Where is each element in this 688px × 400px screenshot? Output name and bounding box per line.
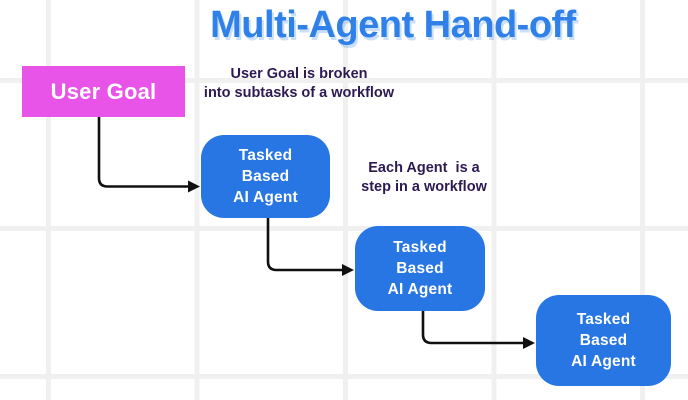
node-agent-1: Tasked Based AI Agent [201,135,330,218]
agent-1-label-line: Based [241,168,290,185]
node-agent-3: Tasked Based AI Agent [536,295,671,386]
agent-2-label-line: AI Agent [387,281,453,298]
agent-3-label-line: Tasked [576,311,631,328]
agent-2-label-line: Based [396,260,444,277]
agent-2-label-line: Tasked [393,239,447,256]
agent-3-label-line: AI Agent [571,353,636,370]
arrow-agent-2-to-agent-3 [421,311,535,349]
node-user-goal: User Goal [22,66,185,117]
diagram-title: Multi-Agent Hand-off [210,4,576,46]
agent-1-label-line: AI Agent [233,189,298,206]
annotation-workflow-step: Each Agent is a step in a workflow [361,160,487,195]
arrow-user-goal-to-agent-1 [97,117,200,193]
annotation-subtasks: User Goal is broken into subtasks of a w… [203,66,395,101]
user-goal-label: User Goal [50,78,157,104]
agent-3-label-line: Based [579,332,628,349]
node-agent-2: Tasked Based AI Agent [355,226,485,311]
arrow-agent-1-to-agent-2 [266,218,354,276]
agent-1-label-line: Tasked [238,147,293,164]
